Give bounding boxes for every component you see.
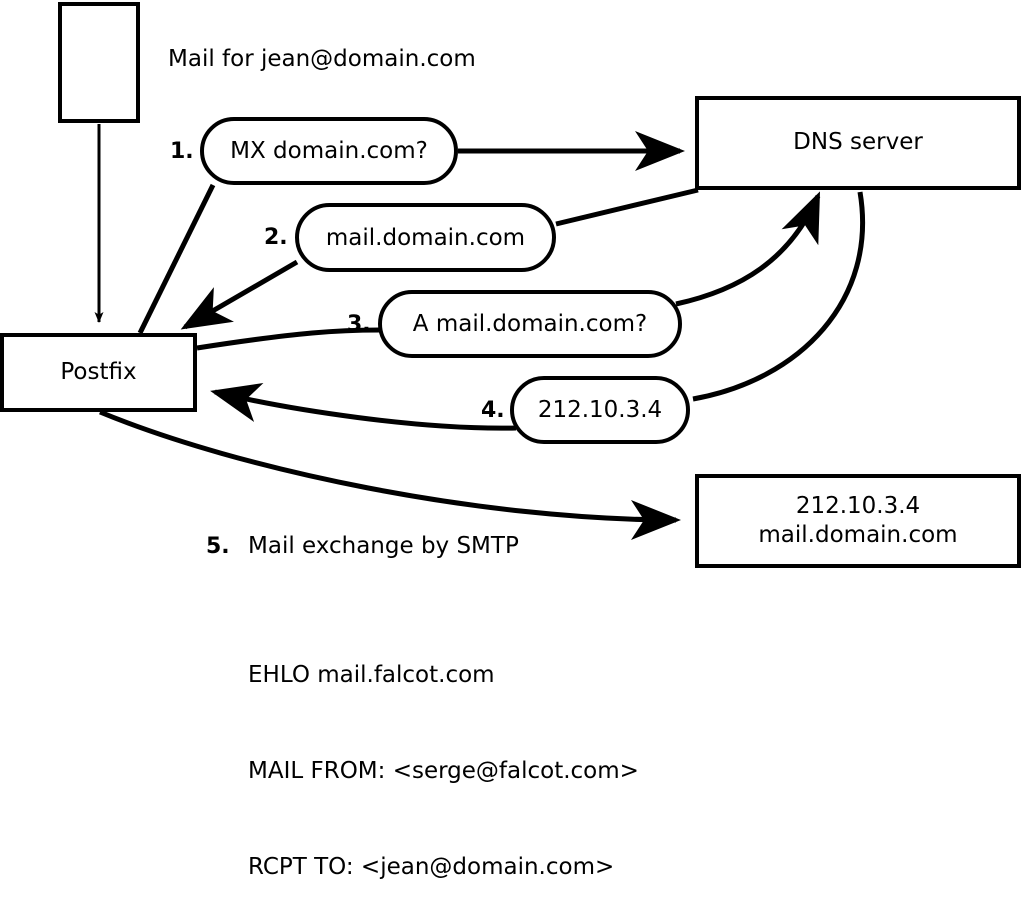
- step-5-number: 5.: [206, 534, 230, 559]
- step-2-message[interactable]: mail.domain.com: [295, 203, 556, 272]
- connector-dns-to-step2: [555, 187, 699, 227]
- step-2-number: 2.: [264, 225, 288, 250]
- node-postfix[interactable]: Postfix: [0, 333, 197, 412]
- connector-dns-to-step4: [692, 191, 866, 402]
- transcript-line: MAIL FROM: <serge@falcot.com>: [248, 758, 639, 784]
- node-dns-server[interactable]: DNS server: [695, 96, 1021, 190]
- connector-step4-to-postfix: [210, 383, 517, 431]
- node-dns-server-label: DNS server: [793, 129, 923, 156]
- step-2-message-label: mail.domain.com: [325, 224, 526, 251]
- step-3-message[interactable]: A mail.domain.com?: [378, 290, 682, 358]
- transcript-line: RCPT TO: <jean@domain.com>: [248, 854, 615, 880]
- connector-postfix-to-mailserver: [99, 409, 681, 540]
- step-1-number: 1.: [170, 139, 194, 164]
- smtp-transcript: EHLO mail.falcot.com MAIL FROM: <serge@f…: [248, 595, 639, 919]
- connector-postfix-to-step1: [137, 183, 216, 335]
- node-mail-server-hostname: mail.domain.com: [758, 522, 958, 548]
- connector-step2-to-postfix: [180, 259, 299, 330]
- step-3-message-label: A mail.domain.com?: [412, 311, 648, 337]
- step-5-label: Mail exchange by SMTP: [248, 533, 519, 559]
- step-4-message[interactable]: 212.10.3.4: [510, 376, 690, 444]
- step-3-number: 3.: [347, 312, 371, 337]
- connector-postfix-to-step3: [196, 327, 381, 351]
- node-mail-server[interactable]: 212.10.3.4 mail.domain.com: [695, 474, 1021, 568]
- connector-step3-to-dns: [675, 191, 821, 307]
- node-postfix-label: Postfix: [60, 358, 137, 385]
- step-4-message-label: 212.10.3.4: [537, 397, 663, 423]
- node-sender-host[interactable]: [58, 2, 140, 123]
- mail-for-label: Mail for jean@domain.com: [168, 46, 476, 72]
- transcript-line: EHLO mail.falcot.com: [248, 662, 495, 688]
- step-1-message-label: MX domain.com?: [230, 138, 428, 164]
- step-1-message[interactable]: MX domain.com?: [200, 117, 458, 185]
- node-mail-server-ip: 212.10.3.4: [795, 492, 921, 519]
- step-4-number: 4.: [481, 398, 505, 423]
